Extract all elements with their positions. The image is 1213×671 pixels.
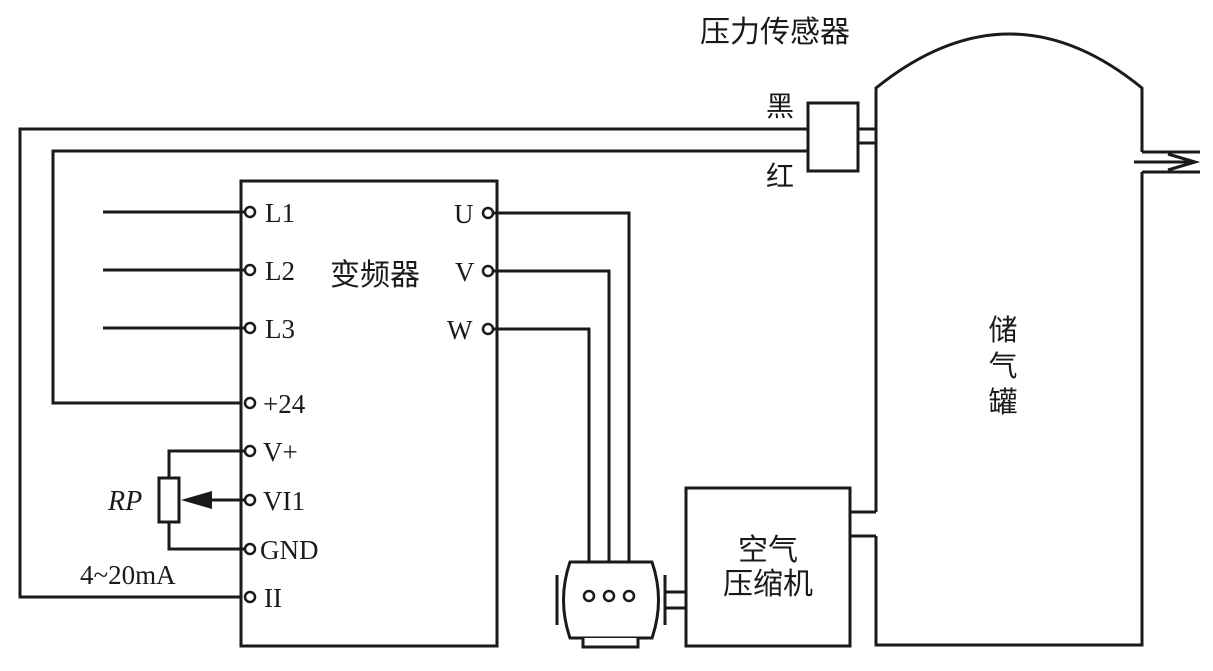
inverter-label: 变频器 (330, 258, 420, 293)
terminal-v (481, 264, 495, 278)
sensor-black-wire (18, 127, 808, 599)
potentiometer: RP 4~20mA (80, 449, 248, 590)
inverter-left-terminals: L1 L2 L3 +24 V+ VI1 GND II (243, 198, 319, 613)
terminal-w (481, 322, 495, 336)
black-wire-label: 黑 (766, 90, 794, 123)
air-compressor: 空气 压缩机 (684, 486, 852, 648)
terminal-label: L1 (265, 198, 295, 228)
motor-terminal (582, 589, 596, 603)
pressure-sensor-label: 压力传感器 (700, 15, 850, 50)
storage-tank: 储 气 罐 (874, 32, 1201, 647)
tank-label-char: 储 (988, 313, 1017, 347)
terminal-label: V+ (263, 437, 298, 467)
terminal-gnd (243, 542, 257, 556)
pot-top-wire (167, 449, 248, 478)
terminal-u (481, 206, 495, 220)
red-wire-label: 红 (766, 160, 794, 193)
motor-icon (555, 560, 667, 649)
terminal-l3 (243, 321, 257, 335)
terminal-label: V (455, 257, 475, 287)
terminal-label: VI1 (263, 486, 305, 516)
terminal-label: II (264, 583, 282, 613)
tank-label-char: 罐 (988, 385, 1017, 419)
current-signal-label: 4~20mA (80, 560, 176, 590)
inverter-right-terminals: U V W (447, 199, 495, 345)
air-compressor-box (684, 486, 852, 648)
output-wire-w (493, 327, 591, 590)
output-wire-v (493, 269, 611, 590)
inverter-box (239, 179, 499, 648)
terminal-label: +24 (263, 389, 306, 419)
terminal-label: L2 (265, 256, 295, 286)
compressor-label: 空气 (738, 533, 798, 568)
inverter: 变频器 (239, 179, 499, 648)
terminal-24v (243, 396, 257, 410)
tank-label-char: 气 (988, 349, 1017, 383)
terminal-label: L3 (265, 314, 295, 344)
output-wire-u (493, 211, 631, 590)
pressure-sensor-box (806, 101, 860, 173)
potentiometer-label: RP (107, 486, 142, 517)
pot-bottom-wire (167, 522, 248, 551)
pressure-sensor: 压力传感器 黑 红 (700, 15, 876, 193)
terminal-vplus (243, 444, 257, 458)
terminal-l2 (243, 263, 257, 277)
wiper-arrow-icon (181, 491, 212, 509)
outlet-arrow-icon (1134, 152, 1201, 172)
terminal-vi1 (243, 493, 257, 507)
tank-outline (874, 32, 1144, 647)
sensor-red-wire (51, 149, 808, 405)
terminal-label: W (447, 315, 473, 345)
motor-terminal (622, 589, 636, 603)
motor-base (581, 638, 640, 649)
terminal-label: GND (260, 535, 319, 565)
motor-terminal (602, 589, 616, 603)
pot-resistor-body (157, 476, 181, 524)
terminal-l1 (243, 205, 257, 219)
terminal-ii (243, 590, 257, 604)
compressor-label: 压缩机 (723, 567, 813, 602)
terminal-label: U (454, 199, 474, 229)
